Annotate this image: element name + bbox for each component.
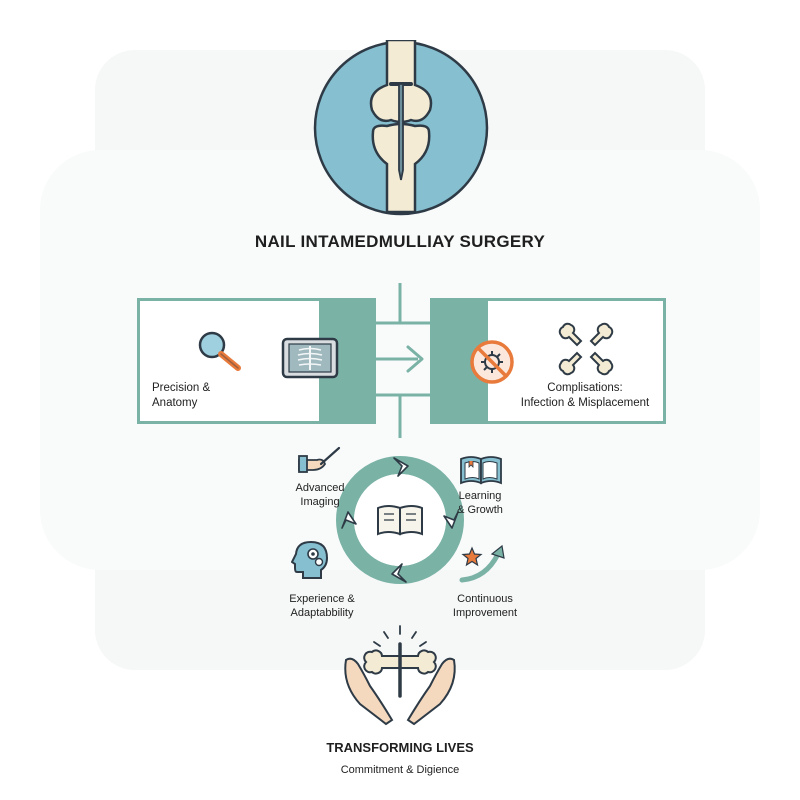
book-icon <box>459 455 503 485</box>
learning-growth-label: Learning & Growth <box>440 489 520 517</box>
cycle-label-line: Continuous <box>457 593 513 605</box>
footer-subtitle: Commitment & Digience <box>340 764 460 776</box>
knee-nail-illustration <box>313 40 489 216</box>
cycle-label-line: Improvement <box>452 607 518 619</box>
panel-label-line: Anatomy <box>152 397 198 409</box>
learning-cycle-ring <box>330 450 470 590</box>
hand-writing-icon <box>297 446 343 474</box>
cycle-chevron-icon <box>391 563 407 583</box>
advanced-imaging-label: Advanced Imaging <box>275 481 365 509</box>
page-title: NAIL INTAMEDMULLIAY SURGERY <box>254 232 546 251</box>
footer-title: TRANSFORMING LIVES <box>326 740 474 755</box>
cycle-chevron-icon <box>393 457 409 477</box>
cycle-chevron-icon <box>341 511 357 529</box>
panel-label-line: Infection & Misplacement <box>520 397 650 409</box>
arrow-head-icon <box>406 345 424 373</box>
panel-label-line: Precision & <box>152 382 211 394</box>
head-gears-icon <box>291 540 329 580</box>
panel-label-line: Complisations: <box>547 382 623 394</box>
growth-arrow-star-icon <box>458 542 510 584</box>
precision-anatomy-label: Precision & Anatomy <box>152 381 210 411</box>
complications-label: Complisations: Infection & Misplacement <box>515 381 655 411</box>
cycle-label-line: Advanced <box>295 482 345 494</box>
cycle-label-line: Learning <box>458 490 502 502</box>
cycle-label-line: Adaptabbility <box>290 607 354 619</box>
experience-adaptability-label: Experience & Adaptabbility <box>272 592 372 620</box>
open-book-icon <box>377 505 423 536</box>
center-connector <box>340 283 460 438</box>
continuous-improvement-label: Continuous Improvement <box>440 592 530 620</box>
broken-bones-icon <box>557 321 615 377</box>
complications-panel: Complisations: Infection & Misplacement <box>430 298 666 424</box>
hands-holding-bone-icon <box>340 624 460 730</box>
magnifier-icon <box>194 329 244 373</box>
cycle-chevron-icon <box>443 511 459 529</box>
cycle-label-line: Experience & <box>289 593 355 605</box>
cycle-label-line: Imaging <box>300 496 340 508</box>
xray-tablet-icon <box>281 337 341 381</box>
no-infection-icon <box>469 339 515 385</box>
cycle-label-line: & Growth <box>457 504 503 516</box>
precision-anatomy-panel: Precision & Anatomy <box>137 298 376 424</box>
nail-shaft <box>398 83 404 181</box>
